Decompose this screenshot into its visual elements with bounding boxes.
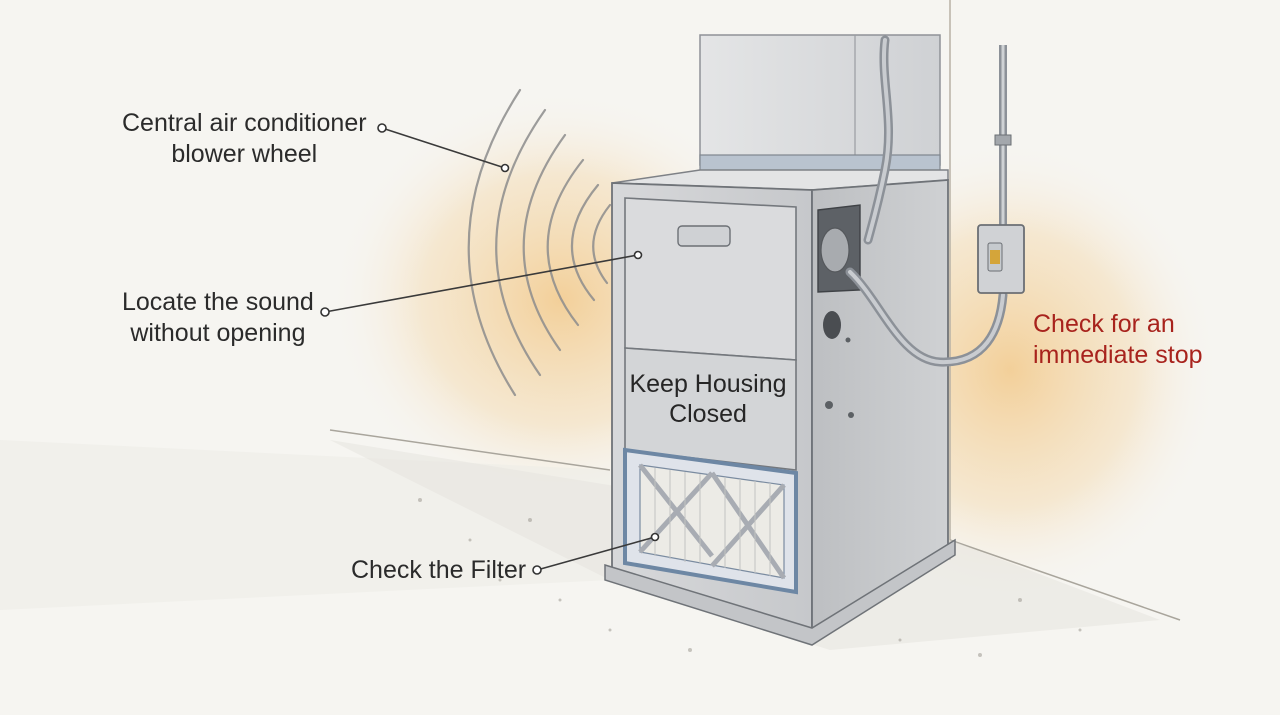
supply-duct [699,34,941,172]
label-blower-line2: blower wheel [171,140,318,168]
callout-dots [320,123,660,575]
label-locate-sound: Locate the sound without opening [122,287,314,349]
power-switch-box [977,224,1025,294]
air-filter [623,447,798,595]
furnace-cabinet [604,169,956,646]
label-blower-line1: Central air conditioner [122,109,367,137]
sound-waves-icon [467,88,612,397]
panel-handle [677,225,731,247]
label-blower-wheel: Central air conditioner blower wheel [122,108,367,170]
label-stop-line2: immediate stop [1033,341,1203,369]
label-housing-line1: Keep Housing [629,370,787,398]
label-housing-line2: Closed [669,400,747,428]
label-immediate-stop: Check for an immediate stop [1033,309,1203,371]
label-locate-line1: Locate the sound [122,288,314,316]
label-stop-line1: Check for an [1033,310,1175,338]
label-check-filter: Check the Filter [351,555,526,586]
label-filter-text: Check the Filter [351,556,527,584]
switch-toggle-icon [990,250,1000,264]
callout-lines [324,127,656,571]
blower-wheel [820,227,850,273]
label-keep-housing-closed: Keep Housing Closed [623,369,793,429]
electrical-conduit [845,35,1012,367]
label-locate-line2: without opening [130,319,306,347]
